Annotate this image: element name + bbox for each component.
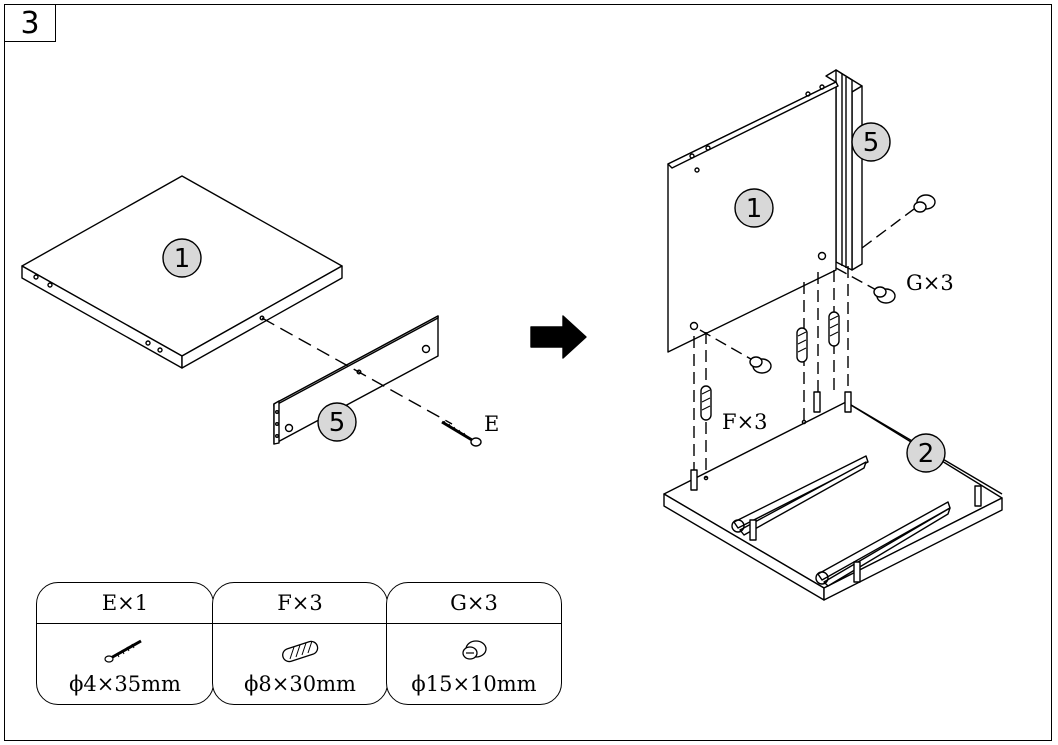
callout-cams-g: G×3 — [906, 271, 954, 295]
part-circle-left-1 — [162, 238, 202, 278]
part-circle-right-2 — [906, 433, 946, 473]
part-circle-left-5 — [317, 402, 357, 442]
part-number-right-2: 2 — [918, 439, 935, 469]
part-number-right-5: 5 — [863, 128, 880, 158]
part-number-left-1: 1 — [174, 244, 191, 274]
hardware-label: G×3 — [387, 583, 561, 624]
right-side-5 — [825, 69, 863, 271]
part-circle-right-1 — [734, 188, 774, 228]
hardware-spec: ϕ15×10mm — [411, 672, 537, 696]
dowel-icon — [282, 640, 319, 663]
callout-dowels-f: F×3 — [722, 410, 768, 434]
screw-icon — [104, 639, 142, 663]
hardware-spec: ϕ8×30mm — [244, 672, 356, 696]
direction-arrow — [530, 315, 587, 359]
hardware-cell-e: E×1 ϕ4×35mm — [36, 582, 214, 705]
hardware-table: E×1 ϕ4×35mm F×3 ϕ8×30mm G×3 ϕ15×10mm — [36, 582, 562, 705]
part-number-left-5: 5 — [329, 408, 346, 438]
cam-lock-icon — [462, 640, 487, 660]
hardware-label: F×3 — [213, 583, 387, 624]
hardware-cell-f: F×3 ϕ8×30mm — [212, 582, 388, 705]
cam-locks-g — [749, 194, 936, 374]
right-base-2 — [663, 391, 1003, 601]
hardware-label: E×1 — [37, 583, 213, 624]
hardware-cell-g: G×3 ϕ15×10mm — [386, 582, 562, 705]
screw-e — [441, 420, 482, 447]
left-rail-5 — [273, 315, 439, 445]
hardware-spec: ϕ4×35mm — [69, 672, 181, 696]
callout-screw-e: E — [484, 412, 499, 436]
left-panel-1 — [21, 175, 343, 369]
step-number: 3 — [4, 4, 56, 42]
part-circle-right-5 — [851, 122, 891, 162]
part-number-right-1: 1 — [746, 194, 763, 224]
diagram-frame — [4, 4, 1052, 741]
dowels-f — [700, 311, 840, 421]
